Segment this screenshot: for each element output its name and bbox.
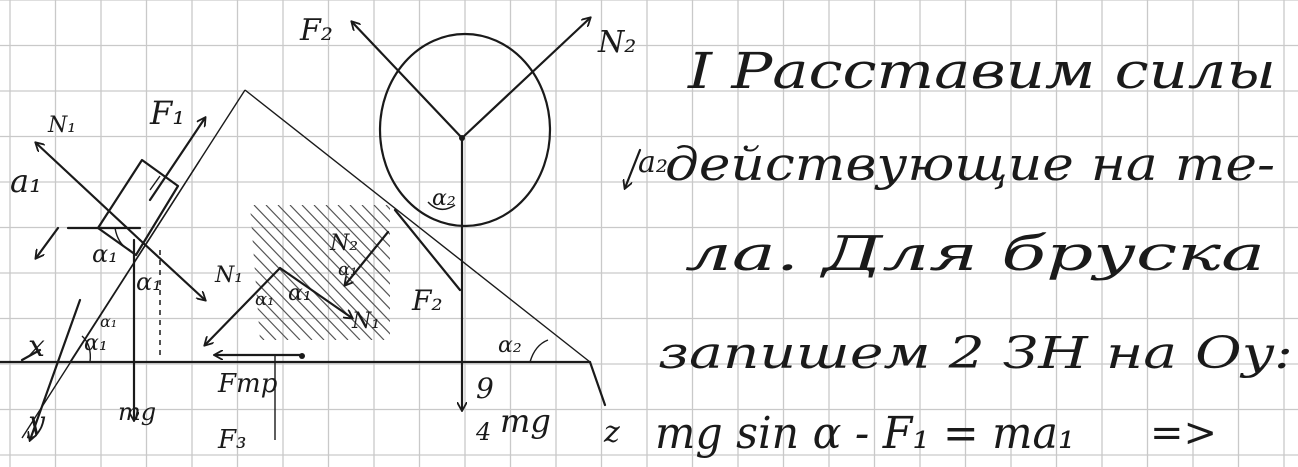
- hatch-line: [250, 205, 325, 340]
- solution-text: I Расставим силы действующие на те- ла. …: [655, 42, 1293, 459]
- label-n1: N₁: [47, 113, 76, 138]
- hatch-line: [325, 205, 390, 340]
- hatch-line: [349, 205, 390, 340]
- label-alpha2-right: α₂: [498, 333, 522, 358]
- label-n2-mid: N₂: [329, 231, 358, 256]
- text-line-5: mg sin α - F₁ = ma₁: [655, 408, 1075, 459]
- label-f2-mid: F₂: [411, 284, 443, 317]
- label-four: 4: [475, 418, 491, 446]
- hatch-line: [250, 205, 361, 340]
- hatch-line: [265, 205, 390, 340]
- label-alpha-d-small: α₁: [338, 259, 357, 280]
- text-arrow: =>: [1150, 410, 1217, 456]
- label-n1-right: N₁: [351, 309, 380, 334]
- label-mg: mg: [118, 398, 156, 426]
- label-alpha1-e: α₁: [255, 289, 274, 310]
- hatch-line: [277, 205, 390, 340]
- label-nine: 9: [476, 372, 494, 405]
- label-alpha2-ball: α₂: [432, 186, 456, 211]
- hatch-line: [361, 205, 390, 340]
- hatched-region: [250, 205, 390, 340]
- label-n1-mid: N₁: [214, 263, 243, 288]
- label-alpha1-b: α₁: [136, 268, 162, 296]
- hatch-line: [250, 205, 289, 340]
- label-alpha1-a: α₁: [92, 240, 118, 268]
- hatch-line: [250, 205, 313, 340]
- label-x-axis: x: [28, 329, 45, 364]
- text-line-2: действующие на те-: [665, 137, 1275, 191]
- label-ftp: Fтр: [217, 369, 278, 399]
- label-z: z: [603, 415, 620, 450]
- label-alpha1-c: α₁: [84, 331, 108, 356]
- label-y-axis: y: [26, 405, 46, 440]
- hatch-line: [250, 205, 337, 340]
- incline-wedge: [0, 89, 592, 439]
- label-f1: F₁: [149, 94, 185, 132]
- hatch-line: [301, 205, 390, 340]
- hatch-line: [250, 205, 301, 340]
- diagram-labels: F₂ N₂ F₁ N₁ a₁ α₁ α₁ α₁ α₁ α₁ N₁ N₂ α₁ α…: [10, 13, 668, 455]
- hatch-line: [250, 205, 349, 340]
- text-line-3: ла. Для бруска: [685, 226, 1265, 282]
- label-f3: F₃: [217, 425, 246, 455]
- text-line-1: I Расставим силы: [687, 42, 1276, 100]
- label-f2-top: F₂: [299, 13, 333, 48]
- label-a2: a₂: [638, 145, 668, 180]
- hatch-line: [337, 205, 390, 340]
- label-mg-right: mg: [500, 402, 551, 440]
- hatch-line: [313, 205, 390, 340]
- label-alpha1-mid: α₁: [288, 281, 312, 306]
- label-n2-top: N₂: [597, 25, 636, 60]
- hatch-line: [253, 205, 385, 340]
- text-line-4: запишем 2 ЗН на Oy:: [658, 328, 1293, 379]
- label-alpha1-d: α₁: [100, 312, 117, 331]
- label-a1-left: a₁: [10, 162, 42, 200]
- force-vectors: [20, 18, 642, 440]
